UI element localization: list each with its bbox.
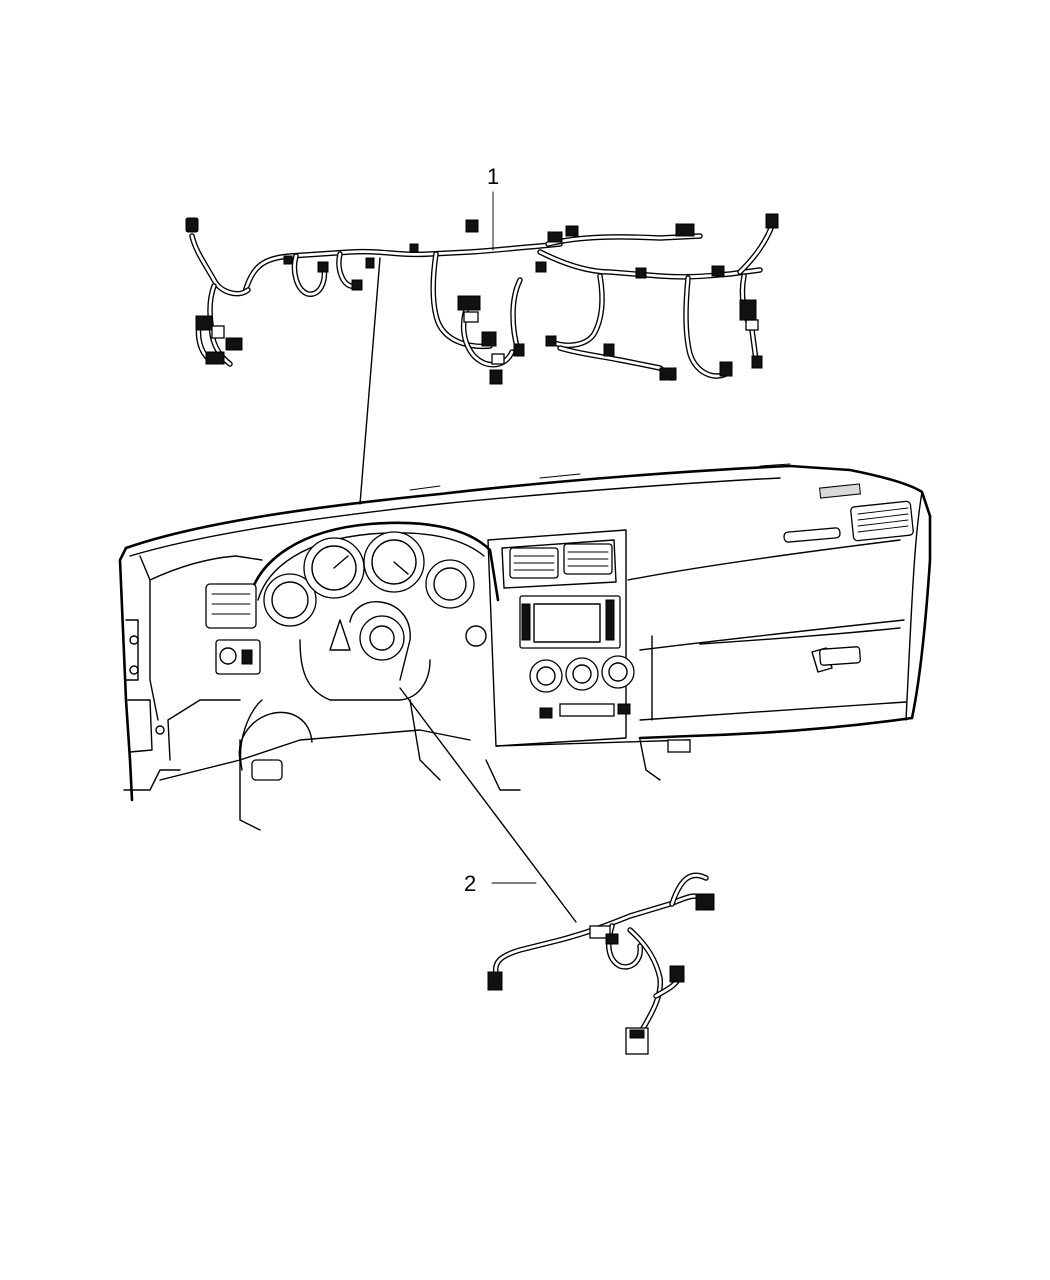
- sub-wiring-harness: [487, 872, 715, 1055]
- callout-label-2: 2: [464, 871, 477, 896]
- instrument-panel-wiring-harness: [185, 213, 779, 385]
- leader-line-1: [359, 191, 494, 505]
- callout-label-1: 1: [487, 164, 500, 189]
- instrument-panel: [118, 463, 932, 831]
- leader-line-2: [399, 687, 577, 923]
